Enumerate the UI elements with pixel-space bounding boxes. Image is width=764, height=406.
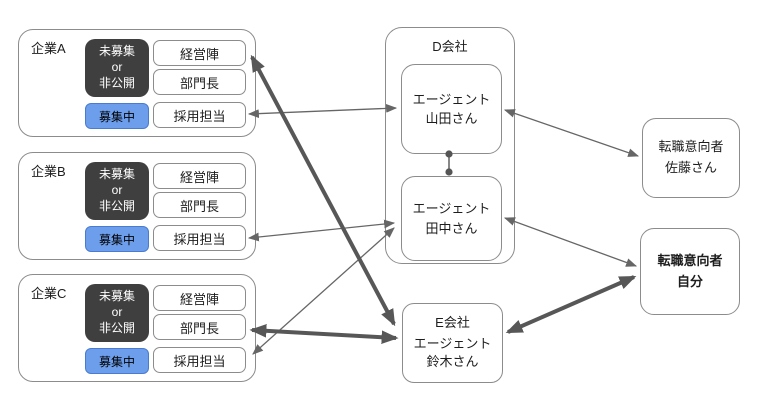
company-a-role-dept-head: 部門長 [153,69,246,95]
company-b-role-dept-head: 部門長 [153,192,246,218]
seeker-self-box: 転職意向者 自分 [640,228,740,315]
company-c-label: 企業C [31,286,67,301]
company-a-role-management: 経営陣 [153,40,246,66]
arrow-companyC-recruiter-tanaka [252,227,395,355]
agent-tanaka-box: エージェント 田中さん [401,176,502,261]
arrow-companyB-recruiter-tanaka [247,219,396,242]
company-a-role-recruiter: 採用担当 [153,102,246,128]
arrow-yamada-sato [503,109,640,157]
agency-d-title: D会社 [432,39,468,54]
company-a-closed-badge: 未募集 or 非公開 [85,39,149,97]
agent-yamada-box: エージェント 山田さん [401,64,502,154]
company-a-open-badge: 募集中 [85,103,149,129]
agency-e-title: E会社 [435,315,470,330]
company-c-role-recruiter: 採用担当 [153,347,246,373]
company-b-closed-badge: 未募集 or 非公開 [85,162,149,220]
company-b-box: 企業B 未募集 or 非公開 募集中 経営陣 部門長 採用担当 [18,152,256,260]
company-c-closed-badge: 未募集 or 非公開 [85,284,149,342]
company-a-box: 企業A 未募集 or 非公開 募集中 経営陣 部門長 採用担当 [18,29,256,137]
company-c-box: 企業C 未募集 or 非公開 募集中 経営陣 部門長 採用担当 [18,274,256,382]
company-b-role-management: 経営陣 [153,163,246,189]
agency-e-box: E会社 エージェント 鈴木さん [402,303,503,383]
company-b-role-recruiter: 採用担当 [153,225,246,251]
agency-d-box: D会社 エージェント 山田さん エージェント 田中さん [385,27,515,264]
seeker-sato-box: 転職意向者 佐藤さん [642,118,740,198]
arrow-companyA-recruiter-yamada [247,104,398,118]
arrow-companyA-management-agencyE [250,54,396,327]
arrow-agencyE-self [505,275,637,334]
arrow-tanaka-self [503,217,638,267]
company-a-label: 企業A [31,41,66,56]
company-c-role-dept-head: 部門長 [153,314,246,340]
company-b-label: 企業B [31,164,66,179]
agent-suzuki-label: エージェント 鈴木さん [413,336,492,369]
company-b-open-badge: 募集中 [85,226,149,252]
company-c-open-badge: 募集中 [85,348,149,374]
arrow-companyC-depthead-agencyE [249,324,399,344]
company-c-role-management: 経営陣 [153,285,246,311]
